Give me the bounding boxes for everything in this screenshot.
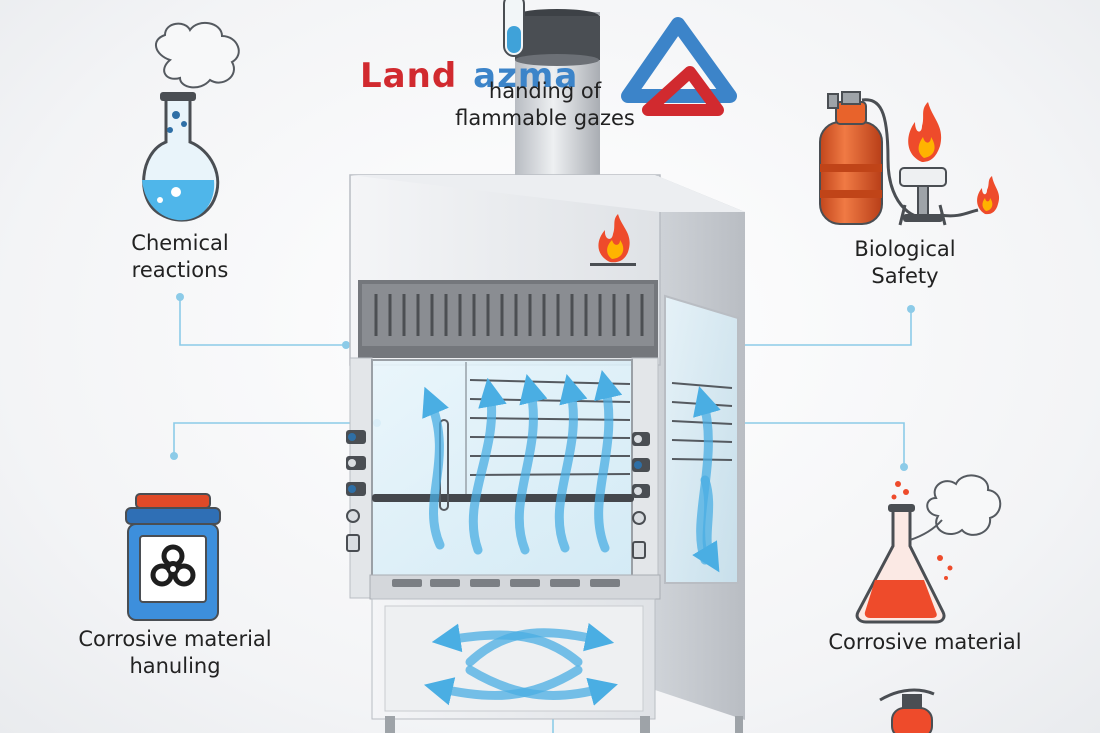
biohazard-symbol bbox=[150, 544, 196, 587]
control-knobs-left bbox=[346, 430, 366, 552]
label-line: hanuling bbox=[129, 654, 221, 678]
airflow-arrows bbox=[422, 369, 721, 706]
label-flammable-gases: handing of flammable gazes bbox=[440, 78, 650, 132]
round-flask-icon bbox=[142, 21, 240, 222]
connector-chemical bbox=[179, 297, 346, 346]
label-line: Safety bbox=[871, 264, 939, 288]
label-line: Chemical bbox=[131, 231, 229, 255]
exhaust-duct bbox=[515, 9, 600, 182]
bunsen-burner-icon bbox=[898, 167, 979, 226]
label-line: handing of bbox=[488, 79, 602, 103]
fume-hood bbox=[346, 174, 745, 733]
label-line: flammable gazes bbox=[455, 106, 635, 130]
vent-grille bbox=[374, 294, 644, 336]
flame-sticker-icon bbox=[590, 214, 636, 266]
erlenmeyer-flask-icon bbox=[855, 474, 1002, 624]
connector-corrosive bbox=[700, 422, 905, 467]
brand-word-azma: azma bbox=[473, 56, 579, 96]
control-knobs-right bbox=[632, 432, 650, 559]
label-corrosive-material-handling: Corrosive material hanuling bbox=[55, 626, 295, 680]
label-biological-safety: Biological Safety bbox=[830, 236, 980, 290]
connector-biological bbox=[713, 309, 912, 346]
test-tube-icon bbox=[503, 0, 525, 57]
label-line: Corrosive material bbox=[78, 627, 272, 651]
flame-icon bbox=[908, 102, 1000, 215]
label-corrosive-material: Corrosive material bbox=[800, 629, 1050, 656]
label-chemical-reactions: Chemical reactions bbox=[100, 230, 260, 284]
label-line: reactions bbox=[131, 258, 229, 282]
gas-cylinder-icon bbox=[819, 91, 927, 225]
brand-logo-text: Land azma bbox=[360, 56, 578, 96]
connector-corrosive-handling bbox=[173, 422, 377, 456]
fire-extinguisher-icon bbox=[879, 688, 935, 733]
connector-lines bbox=[173, 297, 912, 733]
brand-logo-mark bbox=[621, 17, 737, 116]
biohazard-container-icon bbox=[125, 493, 221, 621]
label-line: Corrosive material bbox=[828, 630, 1022, 654]
brand-word-land: Land bbox=[360, 56, 458, 96]
label-line: Biological bbox=[854, 237, 956, 261]
